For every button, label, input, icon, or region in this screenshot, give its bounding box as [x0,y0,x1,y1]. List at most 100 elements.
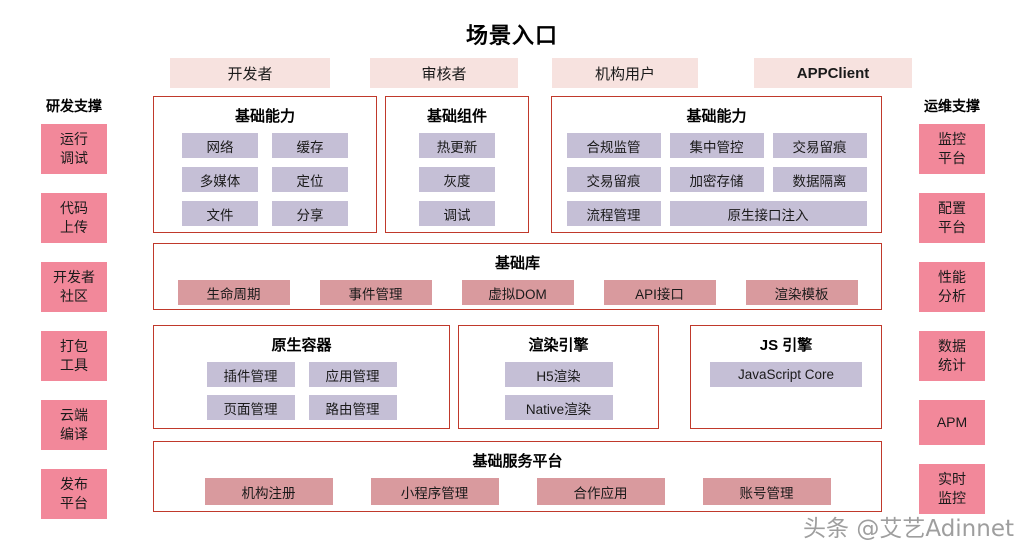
group-base-library: 基础库 生命周期 事件管理 虚拟DOM API接口 渲染模板 [153,243,882,310]
group-title: 基础能力 [234,108,295,125]
entry-chip-appclient[interactable]: APPClient [754,58,912,88]
chip-grid: 网络 缓存 多媒体 定位 文件 分享 [154,133,376,226]
sidebar-item-line1: 代码 [60,200,88,216]
sidebar-item-config-platform[interactable]: 配置 平台 [919,193,985,243]
sidebar-item-line1: 云端 [60,407,88,423]
group-title: 基础库 [494,255,540,272]
sidebar-item-line1: APM [936,414,968,430]
sidebar-item-line2: 平台 [60,495,88,511]
sidebar-item-publish-platform[interactable]: 发布 平台 [41,469,107,519]
group-title: 渲染引擎 [528,337,589,354]
chip-javascript-core[interactable]: JavaScript Core [710,362,862,387]
chip-grid: JavaScript Core [691,362,881,387]
left-sidebar-heading: 研发支撑 [46,98,102,114]
sidebar-item-code-upload[interactable]: 代码 上传 [41,193,107,243]
group-basic-components: 基础组件 热更新 灰度 调试 [385,96,529,233]
chip-event-management[interactable]: 事件管理 [319,280,432,305]
sidebar-item-line2: 社区 [60,288,88,304]
chip-virtual-dom[interactable]: 虚拟DOM [461,280,574,305]
sidebar-item-line1: 数据 [938,338,966,354]
chip-data-isolation[interactable]: 数据隔离 [772,167,867,192]
sidebar-item-line2: 平台 [938,219,966,235]
group-render-engine: 渲染引擎 H5渲染 Native渲染 [458,325,659,429]
sidebar-item-line2: 工具 [60,357,88,373]
sidebar-item-line1: 运行 [60,131,88,147]
right-sidebar-heading: 运维支撑 [924,98,980,114]
sidebar-item-line1: 开发者 [53,269,95,285]
entry-chip-reviewer[interactable]: 审核者 [370,58,518,88]
chip-institution-register[interactable]: 机构注册 [204,478,333,505]
right-sidebar: 运维支撑 监控 平台 配置 平台 性能 分析 数据 统计 APM 实时 [886,96,1018,533]
left-sidebar: 研发支撑 运行 调试 代码 上传 开发者 社区 打包 工具 云端 编译 [8,96,140,538]
sidebar-item-line2: 分析 [938,288,966,304]
chip-transaction-trace-1[interactable]: 交易留痕 [772,133,867,158]
sidebar-item-line2: 上传 [60,219,88,235]
sidebar-item-cloud-compile[interactable]: 云端 编译 [41,400,107,450]
chip-app-management[interactable]: 应用管理 [308,362,397,387]
chip-multimedia[interactable]: 多媒体 [182,167,258,192]
watermark: 头条 @艾艺Adinnet [803,516,1014,542]
chip-debug[interactable]: 调试 [419,201,495,226]
group-title: 原生容器 [271,337,332,354]
sidebar-item-apm[interactable]: APM [919,400,985,445]
sidebar-item-performance-analysis[interactable]: 性能 分析 [919,262,985,312]
chip-native-api-injection[interactable]: 原生接口注入 [669,201,867,226]
sidebar-item-line2: 调试 [60,150,88,166]
group-title: 基础服务平台 [472,453,563,470]
sidebar-item-line1: 实时 [938,471,966,487]
sidebar-item-monitor-platform[interactable]: 监控 平台 [919,124,985,174]
chip-hot-update[interactable]: 热更新 [419,133,495,158]
group-native-container: 原生容器 插件管理 应用管理 页面管理 路由管理 [153,325,450,429]
chip-grid: H5渲染 Native渲染 [459,362,658,420]
sidebar-item-line2: 统计 [938,357,966,373]
sidebar-item-runtime-debug[interactable]: 运行 调试 [41,124,107,174]
chip-process-management[interactable]: 流程管理 [566,201,661,226]
chip-grid: 生命周期 事件管理 虚拟DOM API接口 渲染模板 [154,280,881,305]
sidebar-item-line1: 配置 [938,200,966,216]
right-sidebar-list: 监控 平台 配置 平台 性能 分析 数据 统计 APM 实时 监控 [886,124,1018,514]
chip-cache[interactable]: 缓存 [272,133,348,158]
chip-grid: 机构注册 小程序管理 合作应用 账号管理 [154,478,881,505]
chip-account-management[interactable]: 账号管理 [702,478,831,505]
chip-file[interactable]: 文件 [182,201,258,226]
chip-native-render[interactable]: Native渲染 [504,395,613,420]
entry-chip-developer[interactable]: 开发者 [170,58,330,88]
group-basic-ability: 基础能力 网络 缓存 多媒体 定位 文件 分享 [153,96,377,233]
chip-partner-application[interactable]: 合作应用 [536,478,665,505]
sidebar-item-data-statistics[interactable]: 数据 统计 [919,331,985,381]
chip-share[interactable]: 分享 [272,201,348,226]
chip-miniprogram-management[interactable]: 小程序管理 [370,478,499,505]
chip-grid: 热更新 灰度 调试 [386,133,528,226]
sidebar-item-line1: 性能 [938,269,966,285]
chip-page-management[interactable]: 页面管理 [206,395,295,420]
chip-network[interactable]: 网络 [182,133,258,158]
chip-plugin-management[interactable]: 插件管理 [206,362,295,387]
sidebar-item-realtime-monitor[interactable]: 实时 监控 [919,464,985,514]
chip-grid: 合规监管 集中管控 交易留痕 交易留痕 加密存储 数据隔离 流程管理 原生接口注… [552,133,881,226]
sidebar-item-developer-community[interactable]: 开发者 社区 [41,262,107,312]
sidebar-item-packaging-tool[interactable]: 打包 工具 [41,331,107,381]
group-js-engine: JS 引擎 JavaScript Core [690,325,882,429]
group-security-ability: 基础能力 合规监管 集中管控 交易留痕 交易留痕 加密存储 数据隔离 流程管理 … [551,96,882,233]
chip-compliance-supervision[interactable]: 合规监管 [566,133,661,158]
group-base-service-platform: 基础服务平台 机构注册 小程序管理 合作应用 账号管理 [153,441,882,512]
chip-render-template[interactable]: 渲染模板 [745,280,858,305]
chip-grid: 插件管理 应用管理 页面管理 路由管理 [154,362,449,420]
chip-encrypted-storage[interactable]: 加密存储 [669,167,764,192]
chip-grayscale[interactable]: 灰度 [419,167,495,192]
group-title: JS 引擎 [759,337,813,354]
sidebar-item-line1: 发布 [60,476,88,492]
chip-centralized-control[interactable]: 集中管控 [669,133,764,158]
group-title: 基础能力 [686,108,747,125]
left-sidebar-list: 运行 调试 代码 上传 开发者 社区 打包 工具 云端 编译 发布 平台 [8,124,140,519]
sidebar-item-line2: 编译 [60,426,88,442]
chip-lifecycle[interactable]: 生命周期 [177,280,290,305]
chip-transaction-trace-2[interactable]: 交易留痕 [566,167,661,192]
entry-chip-institution-user[interactable]: 机构用户 [552,58,698,88]
entry-chip-row: 开发者 审核者 机构用户 APPClient [170,58,912,88]
chip-route-management[interactable]: 路由管理 [308,395,397,420]
chip-h5-render[interactable]: H5渲染 [504,362,613,387]
chip-location[interactable]: 定位 [272,167,348,192]
chip-api-interface[interactable]: API接口 [603,280,716,305]
